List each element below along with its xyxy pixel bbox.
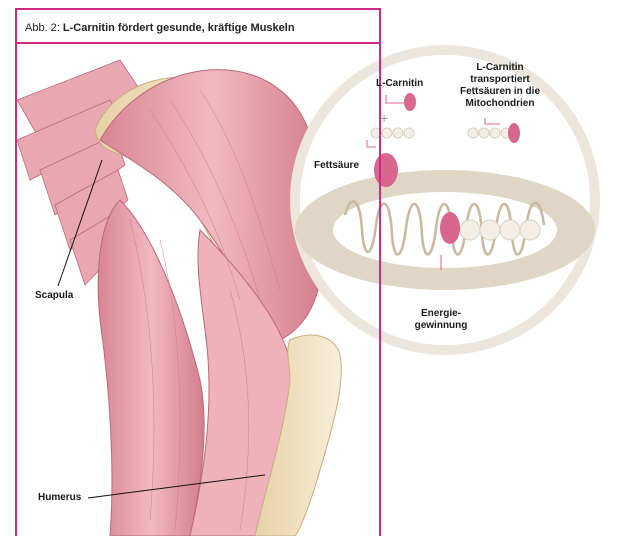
label-humerus: Humerus bbox=[38, 492, 81, 504]
l-carnitin-molecule bbox=[404, 93, 416, 111]
figure-label: Abb. 2: bbox=[25, 22, 60, 34]
label-transport: L-Carnitin transportiert Fettsäuren in d… bbox=[452, 62, 548, 110]
label-energie: Energie- gewinnung bbox=[410, 308, 472, 332]
label-scapula: Scapula bbox=[35, 290, 73, 302]
figure-header: Abb. 2: L-Carnitin fördert gesunde, kräf… bbox=[17, 10, 379, 44]
label-l-carnitin: L-Carnitin bbox=[376, 78, 423, 90]
figure-title: L-Carnitin fördert gesunde, kräftige Mus… bbox=[63, 22, 295, 34]
label-plus: + bbox=[380, 112, 388, 124]
carnitin-in-mito bbox=[440, 212, 460, 244]
figure-caption: Abb. 2: L-Carnitin fördert gesunde, kräf… bbox=[25, 22, 295, 34]
label-fettsaeure: Fettsäure bbox=[314, 160, 359, 172]
figure-frame bbox=[15, 8, 381, 536]
